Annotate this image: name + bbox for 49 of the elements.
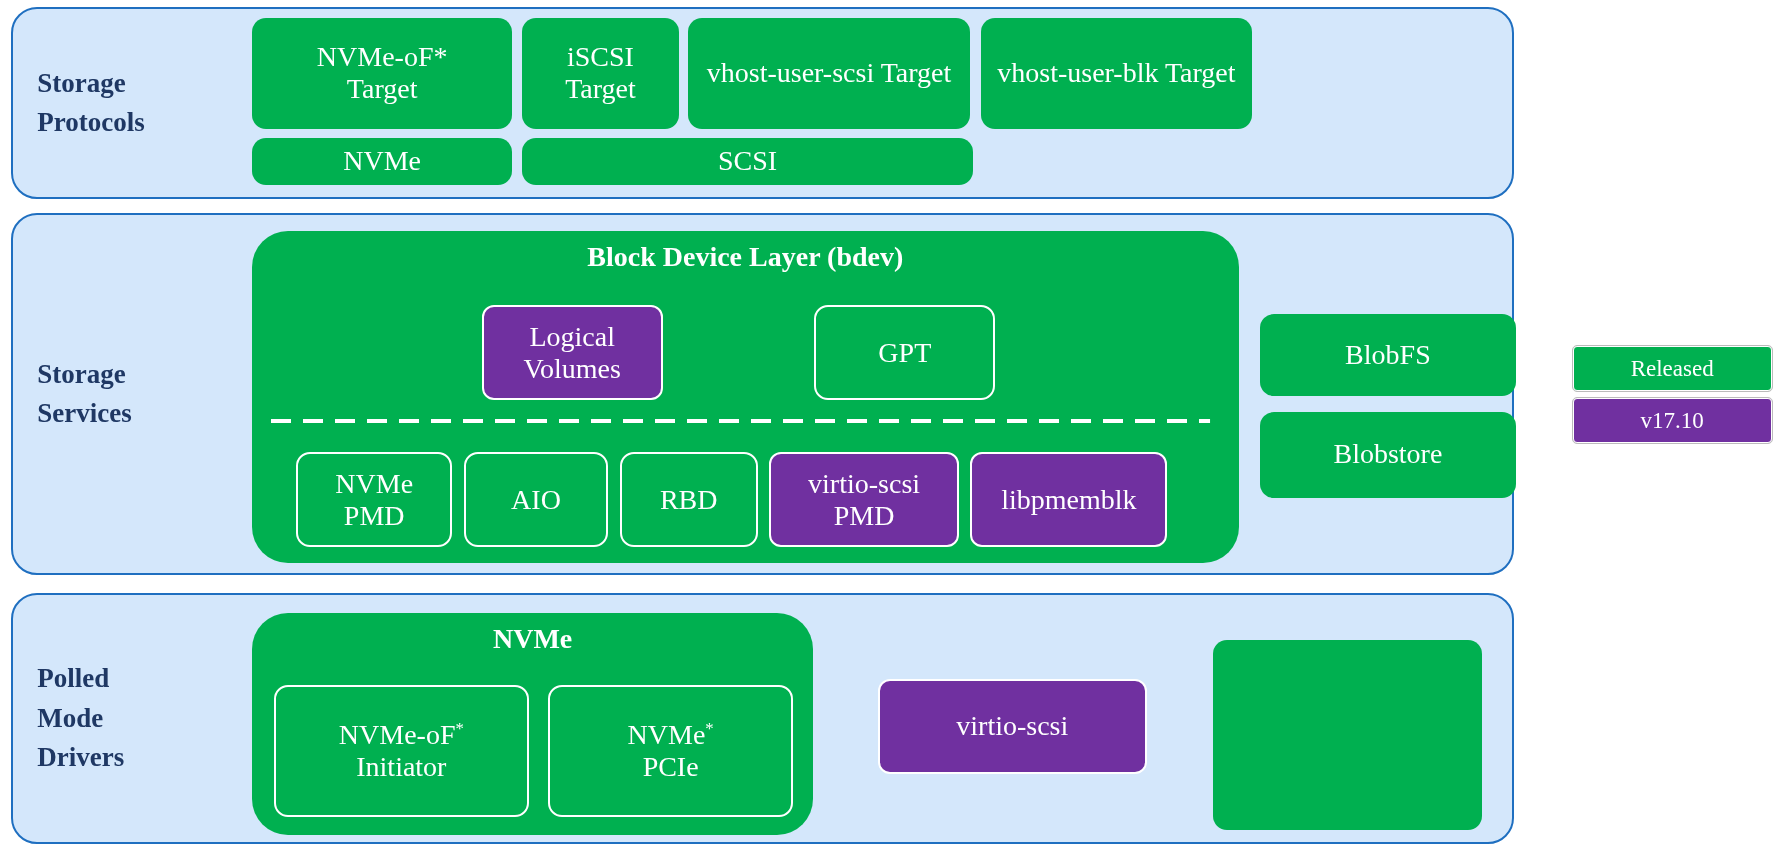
layer-heading: Storage Services	[37, 357, 133, 430]
component-label: GPT	[878, 336, 932, 369]
component-label: NVMe PMD	[334, 467, 415, 532]
layer-band	[11, 6, 1514, 200]
layer-heading: Polled Mode Drivers	[37, 662, 126, 774]
container-box	[252, 230, 1239, 564]
group-heading: Block Device Layer (bdev)	[587, 240, 904, 273]
component-box	[687, 17, 971, 129]
component-box	[814, 305, 996, 401]
component-box	[980, 17, 1253, 129]
component-box	[548, 685, 793, 817]
component-box	[522, 137, 973, 186]
component-label: NVMe$^{*}$ PCIe	[626, 718, 715, 784]
component-label: vhost-user-blk Target	[997, 57, 1236, 90]
component-box	[522, 17, 679, 129]
component-box	[769, 452, 960, 548]
component-label: BlobFS	[1345, 338, 1431, 372]
component-label: virtio-scsi	[956, 709, 1069, 743]
component-label: Logical Volumes	[522, 320, 622, 385]
layer-band	[11, 212, 1514, 575]
component-box	[877, 678, 1147, 774]
component-box	[296, 452, 453, 548]
layer-heading: Storage Protocols	[37, 66, 146, 139]
box-shape	[1212, 640, 1482, 831]
component-box	[1260, 314, 1516, 396]
component-label: NVMe	[343, 145, 421, 178]
component-box	[463, 452, 609, 548]
component-label: NVMe-oF$^{*}$ Initiator	[337, 718, 465, 784]
component-box	[252, 137, 513, 186]
component-label: Blobstore	[1333, 438, 1443, 471]
component-label: AIO	[511, 483, 561, 516]
component-label: vhost-user-scsi Target	[706, 57, 952, 90]
component-box	[1260, 411, 1516, 498]
component-box	[619, 452, 758, 548]
component-label: iSCSI Target	[564, 41, 637, 106]
component-label: virtio-scsi PMD	[807, 467, 922, 532]
component-box	[252, 17, 513, 129]
component-box	[481, 305, 663, 401]
container-box	[252, 612, 814, 835]
legend-swatch: v17.10	[1572, 398, 1772, 444]
component-label: libpmemblk	[1001, 483, 1137, 516]
component-label: SCSI	[718, 145, 778, 178]
layer-band	[11, 592, 1514, 844]
component-label: RBD	[659, 483, 718, 516]
legend-swatch: Released	[1572, 346, 1772, 392]
group-heading: NVMe	[492, 622, 573, 656]
component-label: NVMe-oF* Target	[315, 41, 449, 106]
component-box	[970, 452, 1168, 548]
component-box	[273, 685, 530, 817]
